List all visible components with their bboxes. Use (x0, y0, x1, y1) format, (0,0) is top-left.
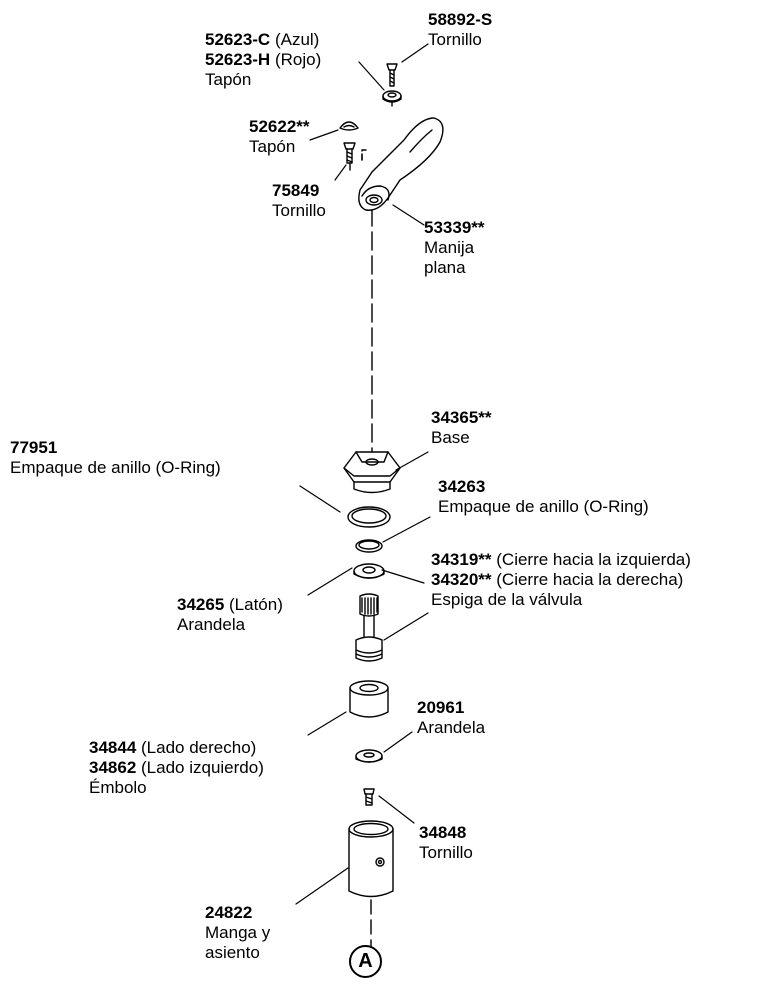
label-34265: 34265 (Latón) Arandela (177, 595, 283, 634)
label-20961: 20961 Arandela (417, 698, 486, 737)
leader-lines (295, 43, 431, 905)
screw-icon-bottom (363, 788, 375, 806)
screw-icon-handle (343, 142, 356, 164)
washer-icon (355, 749, 383, 763)
label-24822: 24822 Manga y asiento (205, 903, 271, 962)
cap-icon-small (339, 121, 359, 131)
handle-icon (358, 117, 444, 211)
label-77951: 77951 Empaque de anillo (O-Ring) (10, 438, 221, 477)
label-58892-S: 58892-S Tornillo (428, 10, 493, 49)
plunger-icon (349, 680, 389, 718)
label-34365: 34365** Base (431, 408, 492, 447)
sleeve-seat-icon (348, 820, 394, 898)
oring-icon-large (347, 506, 391, 528)
label-34844-34862: 34844 (Lado derecho) 34862 (Lado izquier… (89, 738, 264, 797)
label-53339: 53339** Manija plana (424, 218, 485, 277)
label-52622: 52622** Tapón (249, 117, 310, 156)
label-75849: 75849 Tornillo (272, 181, 326, 220)
washer-icon-brass (353, 563, 385, 579)
label-52623: 52623-C (Azul) 52623-H (Rojo) Tapón (205, 30, 322, 89)
screw-icon-top (386, 63, 398, 87)
label-34848: 34848 Tornillo (419, 823, 473, 862)
cap-icon-color (382, 90, 402, 103)
valve-stem-icon (355, 593, 383, 662)
oring-icon-small (355, 539, 383, 553)
base-icon (343, 451, 401, 494)
label-34263: 34263 Empaque de anillo (O-Ring) (438, 477, 649, 516)
connection-callout-a: A (349, 945, 382, 978)
label-34319-34320: 34319** (Cierre hacia la izquierda) 3432… (431, 550, 691, 609)
